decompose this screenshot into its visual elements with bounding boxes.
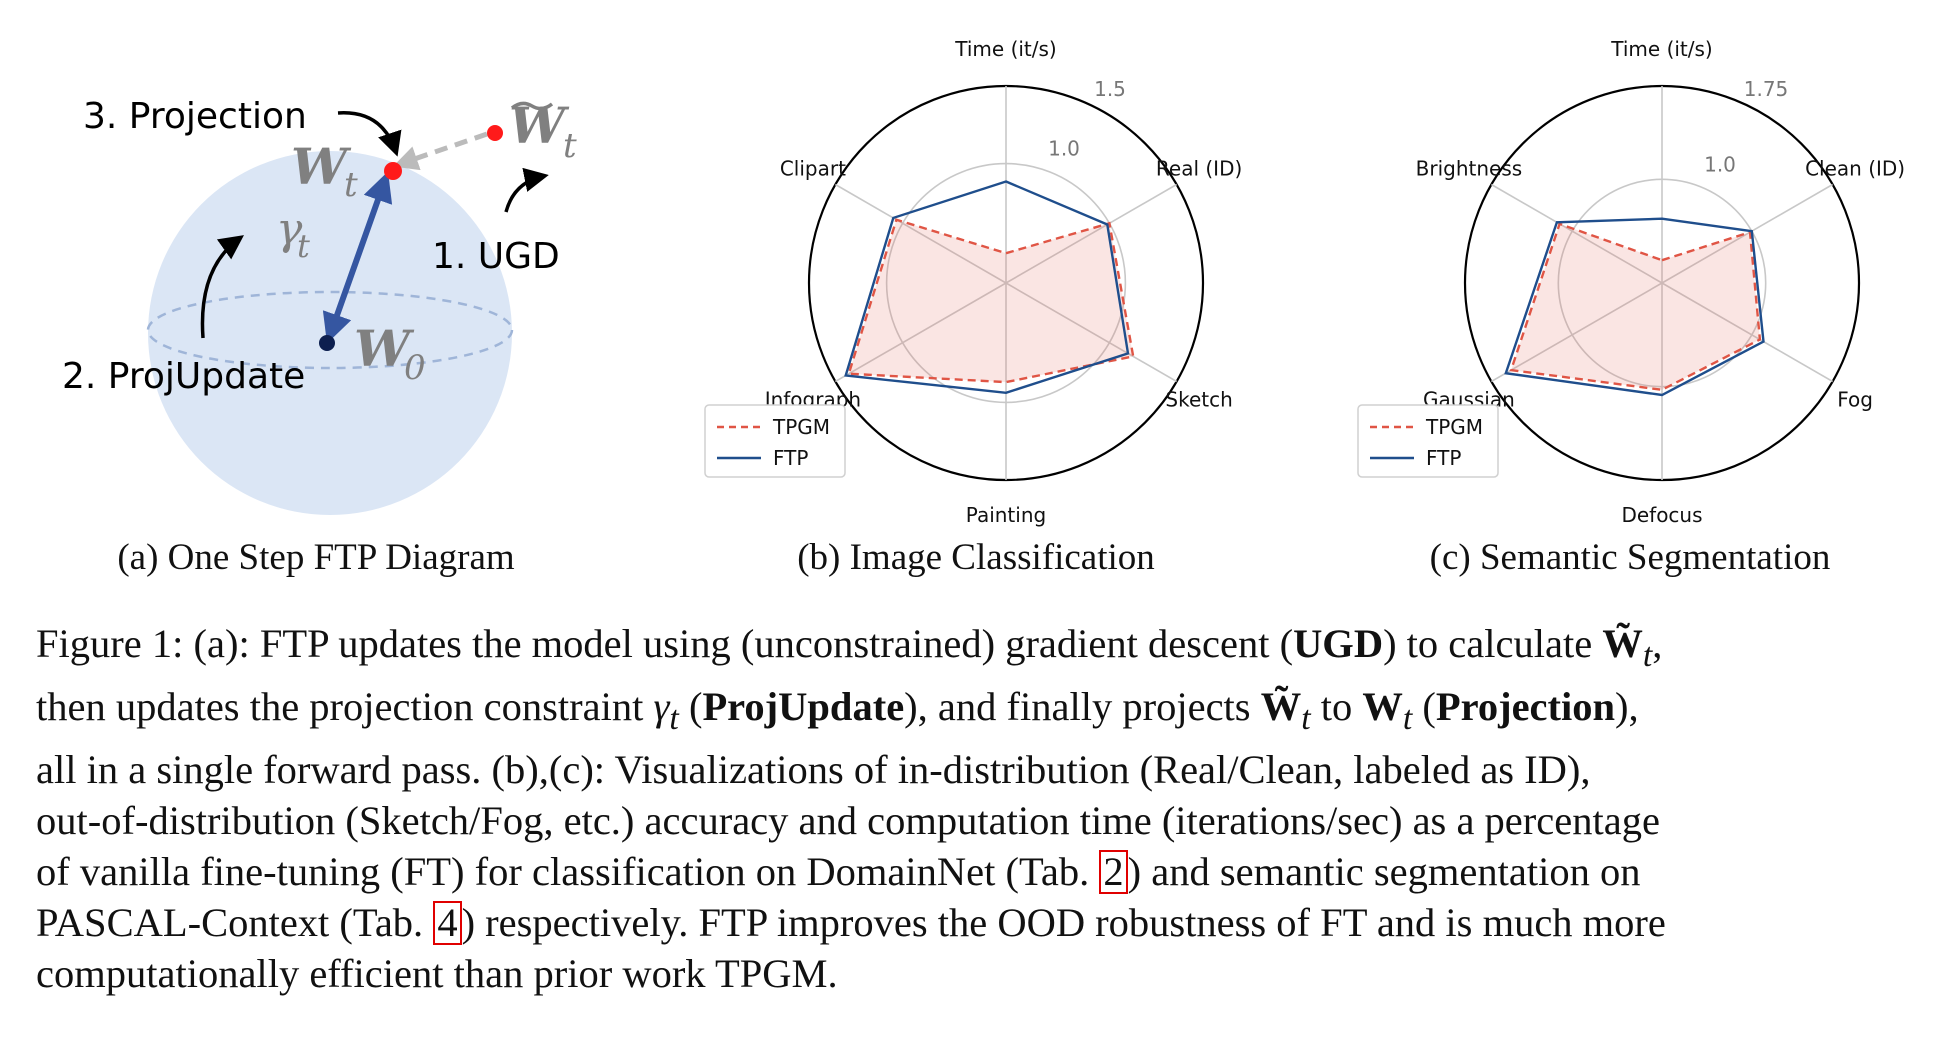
radar-legend: TPGM FTP	[1357, 404, 1499, 478]
radar-axis-label: Time (it/s)	[1610, 37, 1712, 61]
caption-text: (	[1412, 684, 1436, 730]
caption-math-w-tilde: W̃	[1260, 684, 1302, 730]
radar-axis-label: Clean (ID)	[1805, 157, 1905, 181]
label-gamma: γ	[276, 204, 303, 255]
caption-text: to	[1310, 684, 1363, 730]
caption-line-6: PASCAL-Context (Tab. 4) respectively. FT…	[36, 897, 1928, 948]
legend-label-ftp: FTP	[773, 446, 808, 470]
label-projection: 3. Projection	[83, 96, 307, 137]
radar-spoke	[834, 282, 1007, 383]
legend-label-tpgm: TPGM	[1425, 415, 1483, 439]
caption-math-w-tilde: W̃	[1602, 621, 1643, 666]
w0-point	[319, 335, 335, 351]
caption-bold-projupdate: ProjUpdate	[702, 684, 905, 730]
caption-line-5: of vanilla fine-tuning (FT) for classifi…	[36, 846, 1928, 897]
radar-axis-label: Sketch	[1165, 388, 1232, 412]
caption-math-gamma: γ	[653, 684, 670, 730]
label-w-t-sub: t	[344, 165, 358, 205]
subcaption-c: (c) Semantic Segmentation	[1429, 537, 1831, 578]
caption-math-sub: t	[1301, 700, 1311, 738]
caption-text: ), and finally projects	[904, 684, 1261, 730]
radar-axis-label: Real (ID)	[1156, 157, 1242, 181]
caption-text: ) and semantic segmentation on	[1127, 849, 1641, 895]
radius-double-arrow	[322, 171, 393, 344]
radar-ring-label: 1.75	[1744, 77, 1789, 101]
radar-area-tpgm	[1511, 223, 1760, 390]
figure-caption: Figure 1: (a): FTP updates the model usi…	[36, 618, 1928, 999]
radar-series-tpgm	[847, 218, 1135, 384]
caption-text: Figure 1: (a): FTP updates the model usi…	[36, 621, 1294, 666]
radar-axis-label: Fog	[1837, 388, 1873, 412]
label-w-t: W	[291, 137, 352, 196]
table-2-link[interactable]: 2	[1099, 850, 1128, 895]
radar-ring-label: 1.5	[1094, 77, 1126, 101]
radar-ring-label: 1.0	[1704, 152, 1736, 176]
caption-text: (	[678, 684, 703, 730]
caption-math-sub: t	[1402, 700, 1413, 738]
projection-curve-arrow	[337, 111, 402, 157]
subcaption-a: (a) One Step FTP Diagram	[117, 537, 515, 578]
w-t-point	[384, 162, 402, 180]
ftp-diagram: 3. Projection 1. UGD 2. ProjUpdate W t W…	[62, 96, 577, 515]
caption-math-w: W	[1362, 684, 1403, 730]
caption-math-sub: t	[1642, 637, 1653, 675]
radar-spoke	[1661, 183, 1834, 284]
radar-spoke	[1490, 282, 1663, 383]
caption-line-2: then updates the projection constraint γ…	[36, 681, 1928, 744]
radar-spoke	[834, 183, 1007, 284]
subcaption-b: (b) Image Classification	[797, 537, 1155, 578]
radar-axis-label: Defocus	[1621, 503, 1702, 527]
caption-line-1: Figure 1: (a): FTP updates the model usi…	[36, 618, 1928, 681]
radar-ring-label: 1.0	[1048, 137, 1080, 161]
radar-axis-label: Painting	[966, 503, 1046, 527]
caption-text: ) to calculate	[1383, 621, 1603, 666]
caption-text: ) respectively. FTP improves the OOD rob…	[461, 900, 1666, 946]
legend-label-ftp: FTP	[1426, 446, 1461, 470]
caption-bold-projection: Projection	[1435, 684, 1616, 730]
radar-legend: TPGM FTP	[704, 404, 846, 478]
caption-line-4: out-of-distribution (Sketch/Fog, etc.) a…	[36, 798, 1660, 844]
radar-series-ftp	[1504, 217, 1765, 397]
caption-text: ),	[1615, 684, 1639, 730]
caption-bold-ugd: UGD	[1293, 621, 1384, 666]
radar-series-tpgm	[1509, 222, 1762, 392]
label-w-tilde-sub: t	[563, 126, 577, 166]
table-4-link[interactable]: 4	[433, 901, 462, 946]
label-projupdate: 2. ProjUpdate	[62, 356, 305, 397]
gamma-curve-arrow	[200, 235, 244, 339]
tilde-mark	[510, 101, 554, 111]
legend-label-tpgm: TPGM	[772, 415, 830, 439]
caption-text: of vanilla fine-tuning (FT) for classifi…	[36, 849, 1100, 895]
radar-axis-label: Time (it/s)	[954, 37, 1056, 61]
sphere-equator	[146, 290, 514, 370]
radar-spoke	[1661, 282, 1834, 383]
radar-chart-classification: Time (it/s)Real (ID)SketchPaintingInfogr…	[704, 37, 1242, 527]
caption-text: ,	[1652, 621, 1663, 666]
ugd-curve-arrow	[504, 167, 549, 213]
caption-text: then updates the projection constraint	[36, 684, 654, 730]
figure-1: 3. Projection 1. UGD 2. ProjUpdate W t W…	[62, 37, 1905, 527]
caption-line-3: all in a single forward pass. (b),(c): V…	[36, 747, 1591, 793]
radar-chart-segmentation: Time (it/s)Clean (ID)FogDefocusGaussianB…	[1357, 37, 1905, 527]
radar-axis-label: Clipart	[780, 157, 846, 181]
radar-area-tpgm	[848, 219, 1134, 383]
radar-spoke	[1490, 183, 1663, 284]
radar-axis-label: Brightness	[1416, 157, 1523, 181]
radar-spoke	[1005, 282, 1178, 383]
caption-text: PASCAL-Context (Tab.	[36, 900, 434, 946]
label-gamma-sub: t	[297, 227, 310, 265]
w-tilde-point	[487, 125, 503, 141]
caption-math-sub: t	[669, 700, 679, 738]
label-ugd: 1. UGD	[432, 236, 560, 277]
projection-dashed-arrow	[392, 131, 488, 171]
label-w0-sub: 0	[404, 348, 426, 388]
label-w0: W	[354, 319, 415, 378]
radar-spoke	[1005, 183, 1178, 284]
radar-series-ftp	[844, 180, 1130, 395]
caption-line-7: computationally efficient than prior wor…	[36, 951, 838, 997]
